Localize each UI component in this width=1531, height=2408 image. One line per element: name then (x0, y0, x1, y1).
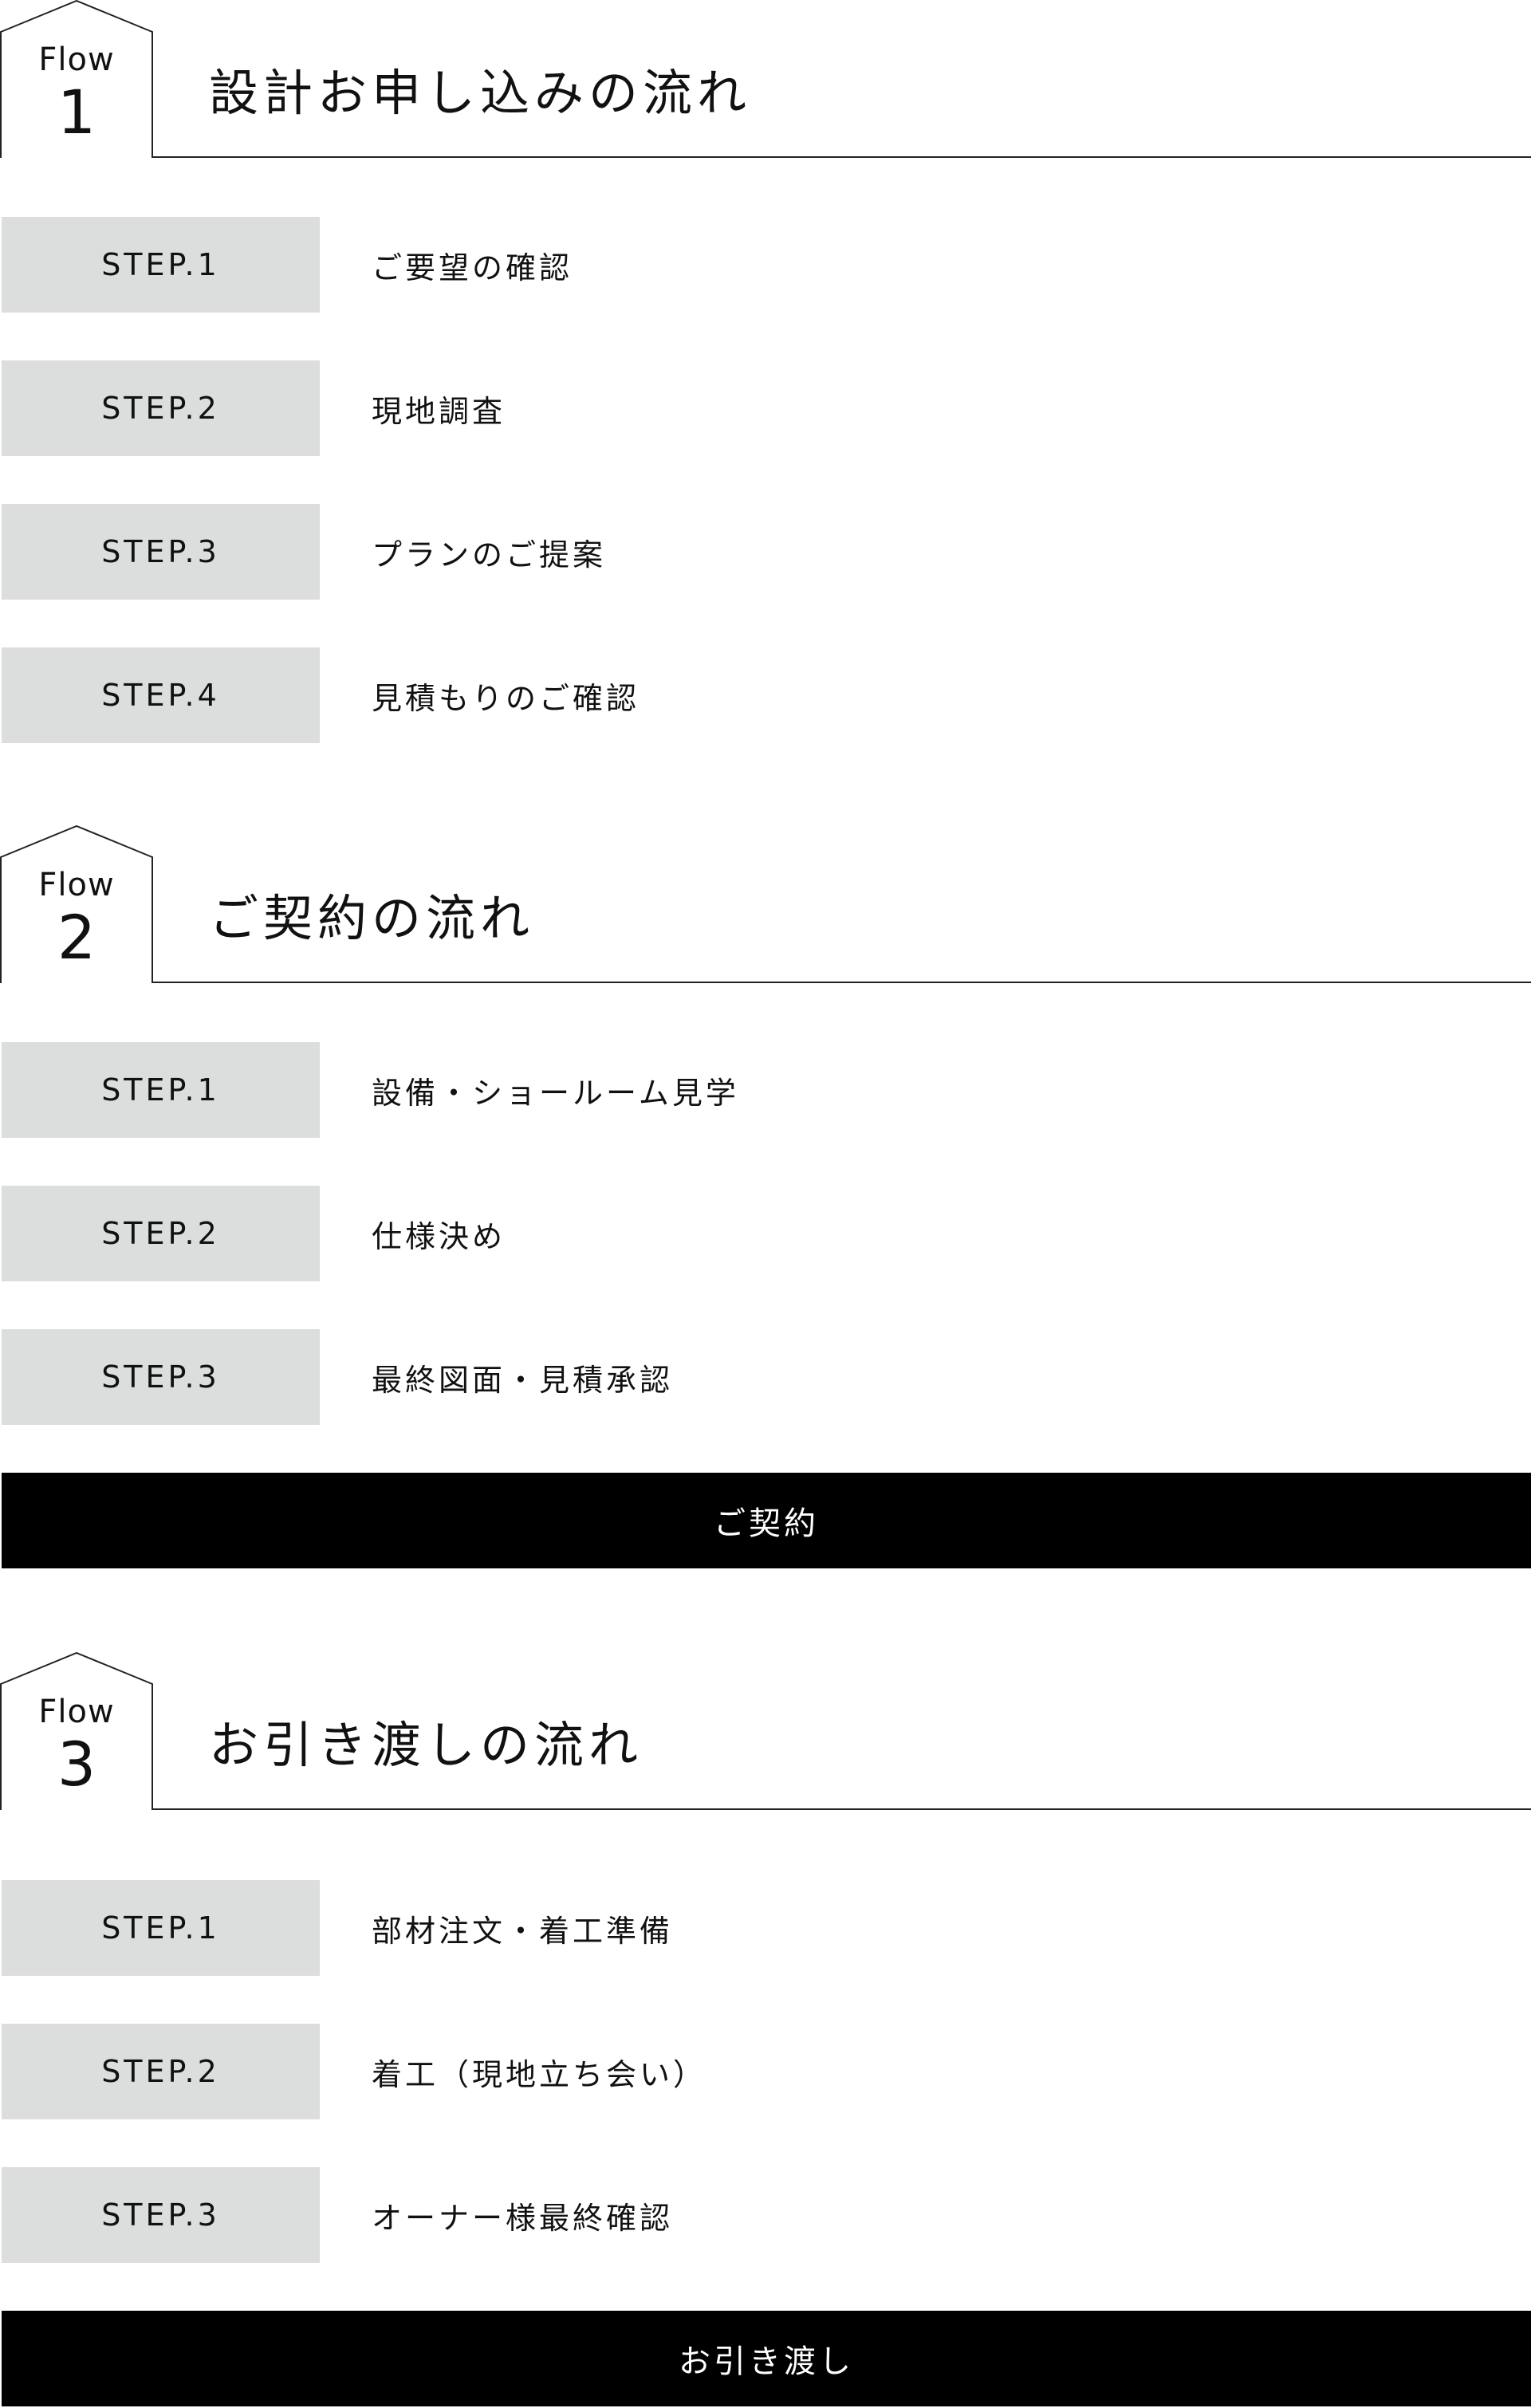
step-text: プランのご提案 (372, 537, 607, 572)
flow-number: 1 (57, 77, 96, 148)
step-text: オーナー様最終確認 (372, 2200, 674, 2236)
flow-title: お引き渡しの流れ (209, 1716, 643, 1774)
house-outline-icon (0, 0, 153, 158)
step-label: STEP.2 (2, 1186, 320, 1281)
milestone-bar-handover: お引き渡し (2, 2311, 1531, 2406)
house-outline-icon (0, 1652, 153, 1810)
step-text: 部材注文・着工準備 (372, 1913, 674, 1949)
flow-section-2: Flow 2 ご契約の流れ STEP.1 設備・ショールーム見学 STEP.2 … (0, 825, 1531, 1568)
step-text: 見積もりのご確認 (372, 680, 640, 716)
flow-section-1: Flow 1 設計お申し込みの流れ STEP.1 ご要望の確認 STEP.2 現… (0, 0, 1531, 743)
flow-number: 2 (57, 902, 96, 973)
step-label: STEP.3 (2, 1329, 320, 1425)
house-badge: Flow 1 (0, 0, 153, 158)
flow-word: Flow (38, 1694, 115, 1730)
step-label: STEP.1 (2, 1042, 320, 1138)
step-text: 設備・ショールーム見学 (372, 1075, 739, 1111)
flow-divider (153, 156, 1531, 158)
step-label: STEP.4 (2, 647, 320, 743)
step-row: STEP.4 見積もりのご確認 (0, 647, 1531, 743)
step-row: STEP.1 部材注文・着工準備 (0, 1880, 1531, 1976)
step-label: STEP.2 (2, 2024, 320, 2119)
flow-header: Flow 1 設計お申し込みの流れ (0, 0, 1531, 158)
flow-header: Flow 2 ご契約の流れ (0, 825, 1531, 983)
step-label: STEP.3 (2, 504, 320, 600)
step-row: STEP.1 設備・ショールーム見学 (0, 1042, 1531, 1138)
flow-title: ご契約の流れ (209, 889, 535, 947)
step-row: STEP.3 プランのご提案 (0, 504, 1531, 600)
step-label: STEP.1 (2, 1880, 320, 1976)
step-label: STEP.3 (2, 2167, 320, 2263)
house-badge: Flow 3 (0, 1652, 153, 1810)
step-text: ご要望の確認 (372, 250, 573, 285)
flow-title: 設計お申し込みの流れ (209, 64, 752, 122)
step-label: STEP.1 (2, 217, 320, 313)
house-badge: Flow 2 (0, 825, 153, 983)
milestone-bar-contract: ご契約 (2, 1473, 1531, 1568)
step-text: 現地調査 (372, 393, 506, 429)
step-row: STEP.3 最終図面・見積承認 (0, 1329, 1531, 1425)
flow-divider (153, 982, 1531, 983)
step-label: STEP.2 (2, 360, 320, 456)
step-row: STEP.2 現地調査 (0, 360, 1531, 456)
flow-header: Flow 3 お引き渡しの流れ (0, 1652, 1531, 1810)
flow-section-3: Flow 3 お引き渡しの流れ STEP.1 部材注文・着工準備 STEP.2 … (0, 1652, 1531, 2406)
flow-divider (153, 1808, 1531, 1810)
step-row: STEP.3 オーナー様最終確認 (0, 2167, 1531, 2263)
step-row: STEP.2 仕様決め (0, 1186, 1531, 1281)
step-text: 仕様決め (372, 1218, 506, 1254)
flow-word: Flow (38, 41, 115, 78)
step-row: STEP.2 着工（現地立ち会い） (0, 2024, 1531, 2119)
flow-number: 3 (57, 1729, 96, 1800)
step-row: STEP.1 ご要望の確認 (0, 217, 1531, 313)
step-text: 着工（現地立ち会い） (372, 2056, 707, 2092)
house-outline-icon (0, 825, 153, 983)
step-text: 最終図面・見積承認 (372, 1362, 674, 1398)
flow-word: Flow (38, 867, 115, 903)
